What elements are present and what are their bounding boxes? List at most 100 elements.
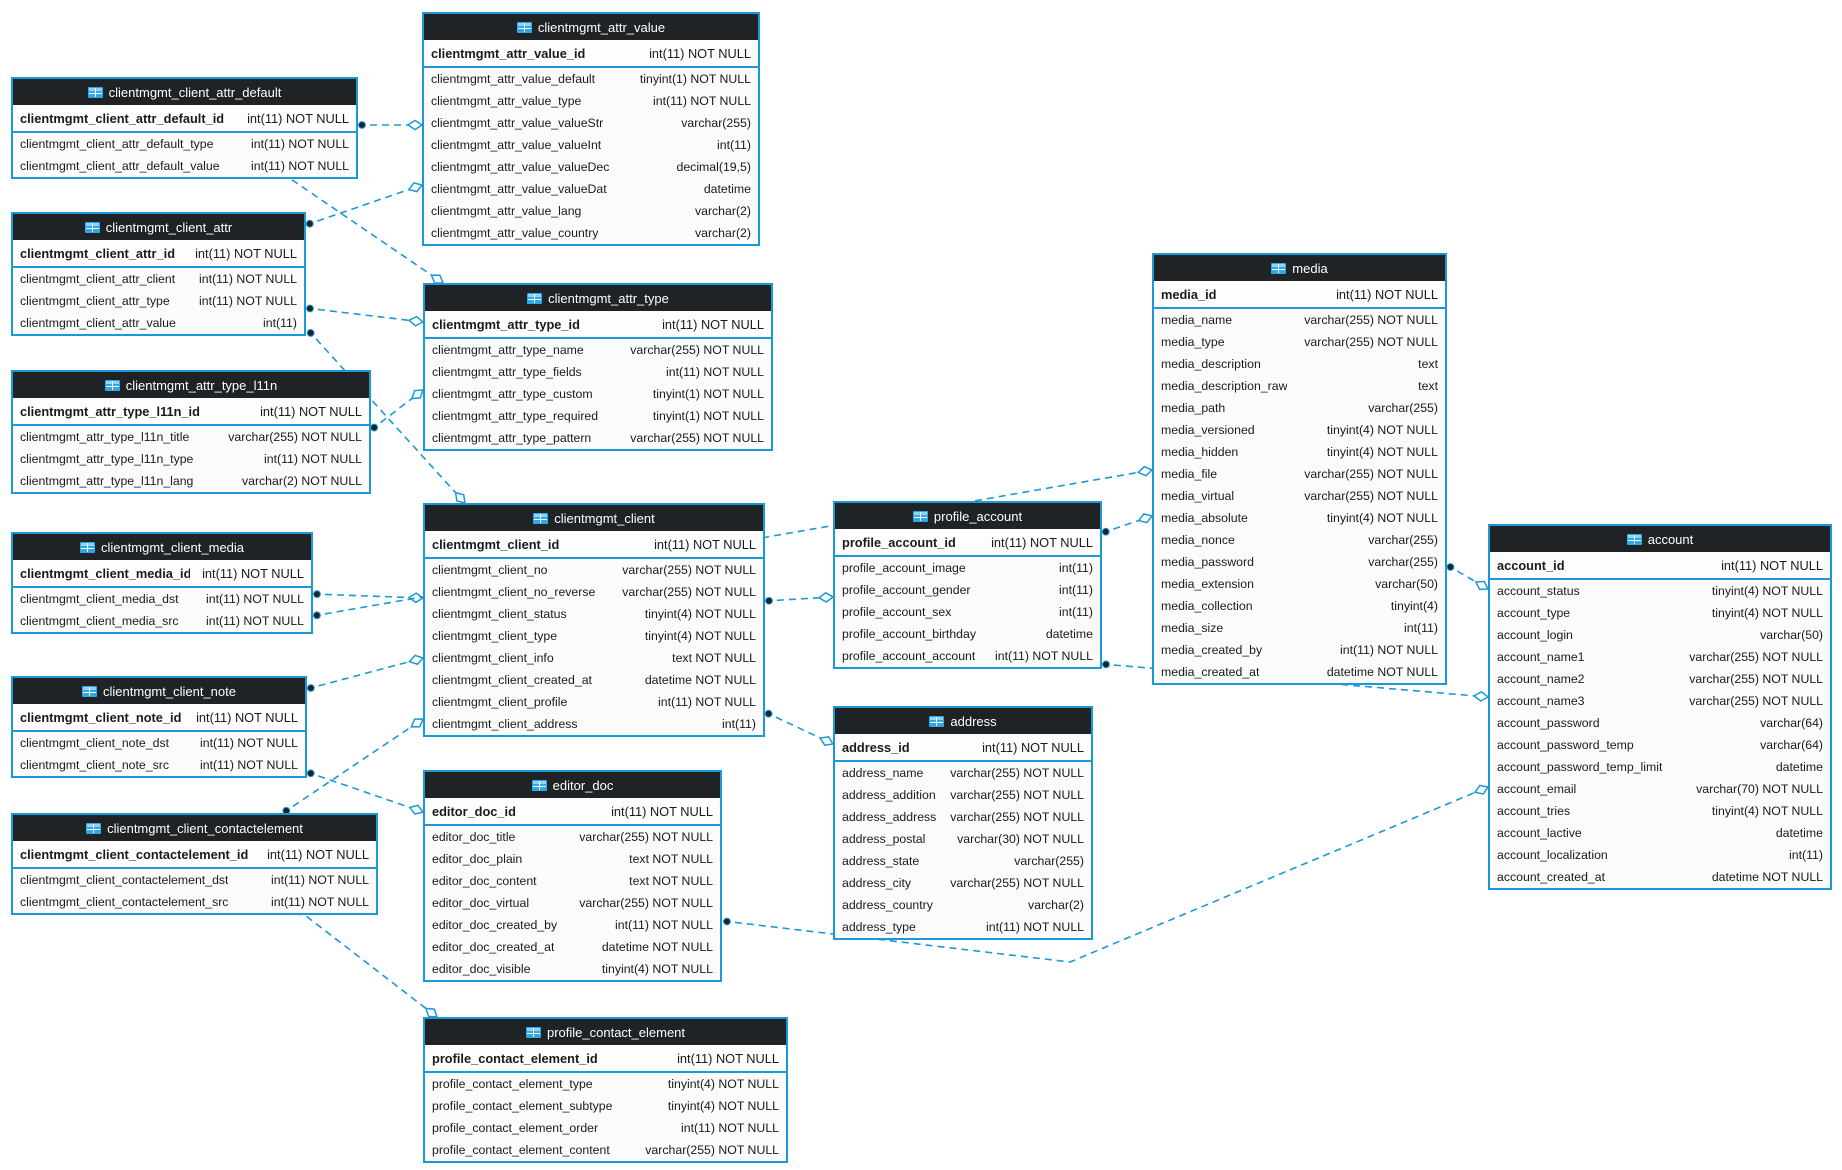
rel-attr-default-type-to-attr-type[interactable] — [281, 172, 444, 284]
table-header[interactable]: clientmgmt_client_attr — [13, 214, 304, 240]
table-header[interactable]: clientmgmt_client_media — [13, 534, 311, 560]
table-clientmgmt_attr_type_l11n[interactable]: clientmgmt_attr_type_l11n clientmgmt_attr… — [11, 370, 371, 494]
table-header[interactable]: account — [1490, 526, 1830, 552]
rel-client-attr-type-to-attr-type[interactable] — [305, 307, 424, 323]
table-profile_contact_element[interactable]: profile_contact_element profile_contact_e… — [423, 1017, 788, 1163]
table-clientmgmt_client_attr[interactable]: clientmgmt_client_attr clientmgmt_client_… — [11, 212, 306, 336]
rel-contactelement-dst-to-client[interactable] — [282, 718, 424, 814]
table-header[interactable]: editor_doc — [425, 772, 720, 798]
table-header[interactable]: clientmgmt_client — [425, 505, 763, 531]
rel-contactelement-src-to-profile-contact-element[interactable] — [296, 908, 438, 1018]
rel-editor-doc-created-by-to-account[interactable] — [722, 786, 1489, 963]
table-header[interactable]: clientmgmt_attr_type_l11n — [13, 372, 369, 398]
rel-client-attr-client-to-client[interactable] — [307, 329, 466, 504]
table-clientmgmt_attr_type[interactable]: clientmgmt_attr_type clientmgmt_attr_type… — [423, 283, 773, 451]
table-header[interactable]: clientmgmt_attr_type — [425, 285, 771, 311]
rel-client-media-dst-to-client[interactable] — [312, 593, 424, 599]
rel-profile-account-image-to-media[interactable] — [1101, 515, 1153, 534]
table-header[interactable]: profile_contact_element — [425, 1019, 786, 1045]
table-header[interactable]: clientmgmt_client_contactelement — [13, 815, 376, 841]
table-header[interactable]: profile_account — [835, 503, 1100, 529]
table-header[interactable]: media — [1154, 255, 1445, 281]
table-header[interactable]: address — [835, 708, 1091, 734]
table-header[interactable]: clientmgmt_attr_value — [424, 14, 758, 40]
